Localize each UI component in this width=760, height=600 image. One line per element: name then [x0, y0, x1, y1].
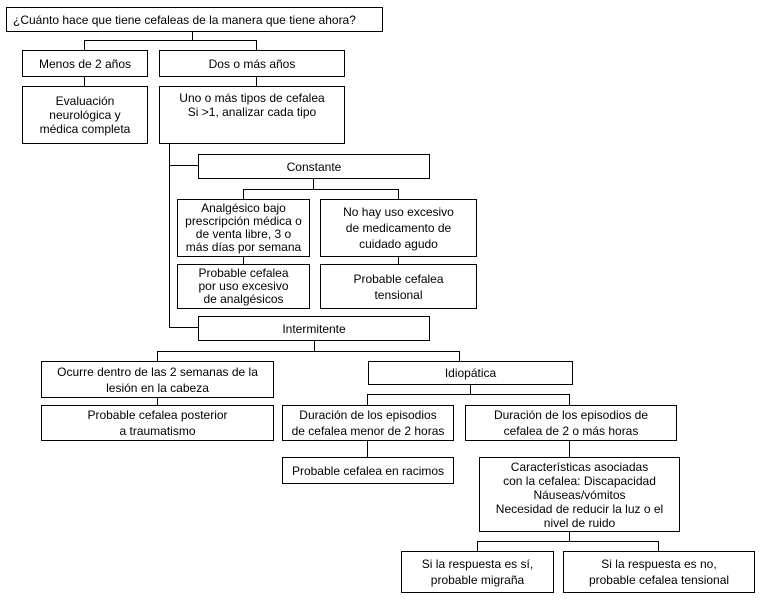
tension-headache-box-1: Probable cefalea tensional	[320, 264, 477, 309]
over-2-hours-text: Duración de los episodios de cefalea de …	[493, 408, 649, 438]
under-2-hours-box: Duración de los episodios de cefalea men…	[282, 405, 454, 441]
tension-headache-box-2: Si la respuesta es no, probable cefalea …	[563, 551, 755, 593]
under-2-hours-text: Duración de los episodios de cefalea men…	[291, 408, 445, 438]
cluster-headache-box: Probable cefalea en racimos	[282, 457, 454, 484]
tension-headache-text-1: Probable cefalea tensional	[353, 271, 444, 302]
no-excess-medication-box: No hay uso excesivo de medicamento de cu…	[320, 199, 477, 257]
associated-features-box: Características asociadas con la cefalea…	[479, 457, 680, 532]
constant-box: Constante	[198, 154, 430, 179]
no-excess-medication-text: No hay uso excesivo de medicamento de cu…	[343, 205, 454, 251]
tension-headache-text-2: Si la respuesta es no, probable cefalea …	[588, 557, 730, 587]
idiopathic-box: Idiopática	[368, 361, 573, 385]
cluster-headache-text: Probable cefalea en racimos	[291, 463, 445, 478]
over-2-hours-box: Duración de los episodios de cefalea de …	[465, 405, 677, 441]
question-text: ¿Cuánto hace que tiene cefaleas de la ma…	[13, 12, 356, 27]
migraine-box: Si la respuesta es sí, probable migraña	[401, 551, 554, 593]
intermittent-box: Intermitente	[198, 316, 430, 341]
question-box: ¿Cuánto hace que tiene cefaleas de la ma…	[6, 7, 383, 32]
two-or-more-years-text: Dos o más años	[208, 56, 296, 71]
analgesic-use-text: Analgésico bajo prescripción médica o de…	[185, 201, 302, 254]
post-trauma-text: Probable cefalea posterior a traumatismo	[87, 408, 228, 438]
less-than-2-years-text: Menos de 2 años	[38, 56, 132, 71]
idiopathic-text: Idiopática	[444, 366, 497, 380]
evaluation-box: Evaluación neurológica y médica completa	[22, 86, 148, 144]
headache-types-text: Uno o más tipos de cefalea Si >1, analiz…	[179, 91, 325, 119]
head-injury-box: Ocurre dentro de las 2 semanas de la les…	[41, 361, 274, 398]
post-trauma-box: Probable cefalea posterior a traumatismo	[41, 405, 274, 441]
head-injury-text: Ocurre dentro de las 2 semanas de la les…	[57, 364, 258, 395]
evaluation-text: Evaluación neurológica y médica completa	[39, 94, 131, 136]
two-or-more-years-box: Dos o más años	[159, 50, 345, 77]
intermittent-text: Intermitente	[282, 321, 346, 336]
analgesic-use-box: Analgésico bajo prescripción médica o de…	[177, 199, 310, 257]
analgesic-overuse-text: Probable cefalea por uso excesivo de ana…	[198, 266, 289, 306]
associated-features-text: Características asociadas con la cefalea…	[495, 459, 664, 530]
analgesic-overuse-box: Probable cefalea por uso excesivo de ana…	[177, 264, 310, 309]
headache-types-box: Uno o más tipos de cefalea Si >1, analiz…	[159, 86, 345, 144]
migraine-text: Si la respuesta es sí, probable migraña	[421, 557, 534, 587]
less-than-2-years-box: Menos de 2 años	[22, 50, 148, 77]
constant-text: Constante	[286, 159, 342, 174]
